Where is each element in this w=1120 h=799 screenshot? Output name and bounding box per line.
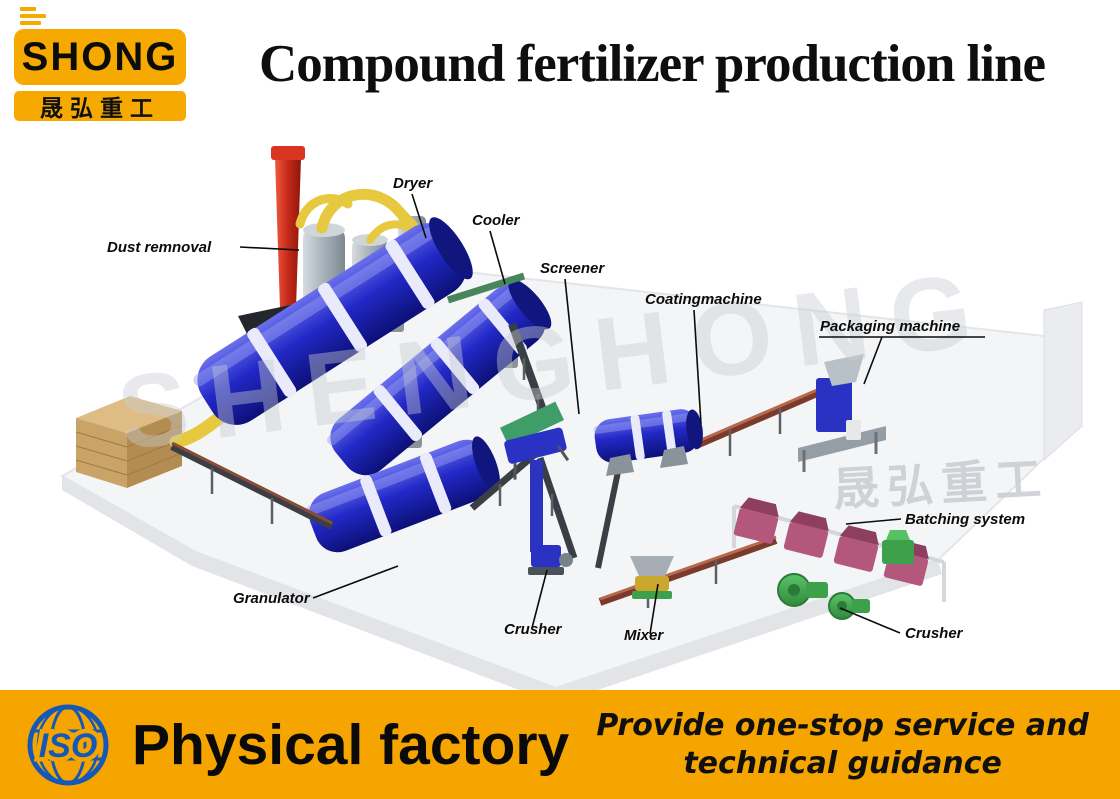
- label-batching-system: Batching system: [905, 511, 1025, 528]
- mixer-machine: [630, 556, 674, 599]
- label-crusher-right: Crusher: [905, 625, 964, 642]
- screener-machine: [500, 401, 570, 480]
- header: SHONG 晟弘重工 Compound fertilizer productio…: [0, 0, 1120, 128]
- granulator-drum: [306, 436, 500, 553]
- label-screener: Screener: [540, 260, 605, 277]
- iso-logo: ISO: [27, 704, 109, 785]
- coating-stands: [606, 446, 688, 476]
- label-cooler: Cooler: [472, 212, 521, 229]
- label-dust-removal: Dust remnoval: [107, 239, 212, 256]
- logo-main: SHONG: [14, 29, 186, 85]
- packaging-machine-unit: [798, 354, 886, 472]
- production-line-scene: SHENGHONG 晟弘重工 Dust remnoval Dryer: [0, 128, 1120, 690]
- label-dryer: Dryer: [393, 175, 433, 192]
- right-wall: [1043, 301, 1083, 462]
- production-line-illustration: SHENGHONG 晟弘重工 Dust remnoval Dryer: [59, 146, 1083, 690]
- conveyors: [170, 272, 826, 608]
- label-coating-machine: Coatingmachine: [645, 291, 762, 308]
- brand-logo: SHONG 晟弘重工: [14, 5, 192, 123]
- label-crusher-mid: Crusher: [504, 621, 563, 638]
- footer-tagline: Provide one-stop service and technical g…: [589, 707, 1096, 782]
- chimney: [271, 146, 305, 338]
- tagline-line1: Provide one-stop service and: [596, 708, 1089, 743]
- logo-glyph-icon: [20, 7, 50, 29]
- tagline-line2: technical guidance: [683, 745, 1002, 781]
- iso-text: ISO: [39, 727, 98, 765]
- equipment-labels: Dust remnoval Dryer Cooler Screener Coat…: [107, 175, 1025, 644]
- brick-store: [75, 396, 183, 488]
- label-granulator: Granulator: [233, 590, 311, 607]
- watermark-chinese: 晟弘重工: [832, 452, 1050, 515]
- crusher-unit-right: [777, 530, 914, 620]
- globe-latitude-lines: [33, 729, 103, 760]
- logo-text: SHONG: [21, 34, 179, 79]
- page-title: Compound fertilizer production line: [258, 35, 1046, 93]
- bucket-elevator: [530, 460, 543, 552]
- leader-lines: [239, 193, 985, 635]
- footer-banner: ISO Physical factory Provide one-stop se…: [0, 690, 1120, 799]
- label-packaging-machine: Packaging machine: [820, 318, 960, 335]
- logo-chinese-text: 晟弘重工: [14, 91, 186, 121]
- dryer-drum: [193, 217, 473, 425]
- label-mixer: Mixer: [624, 627, 664, 644]
- footer-headline: Physical factory: [132, 712, 570, 777]
